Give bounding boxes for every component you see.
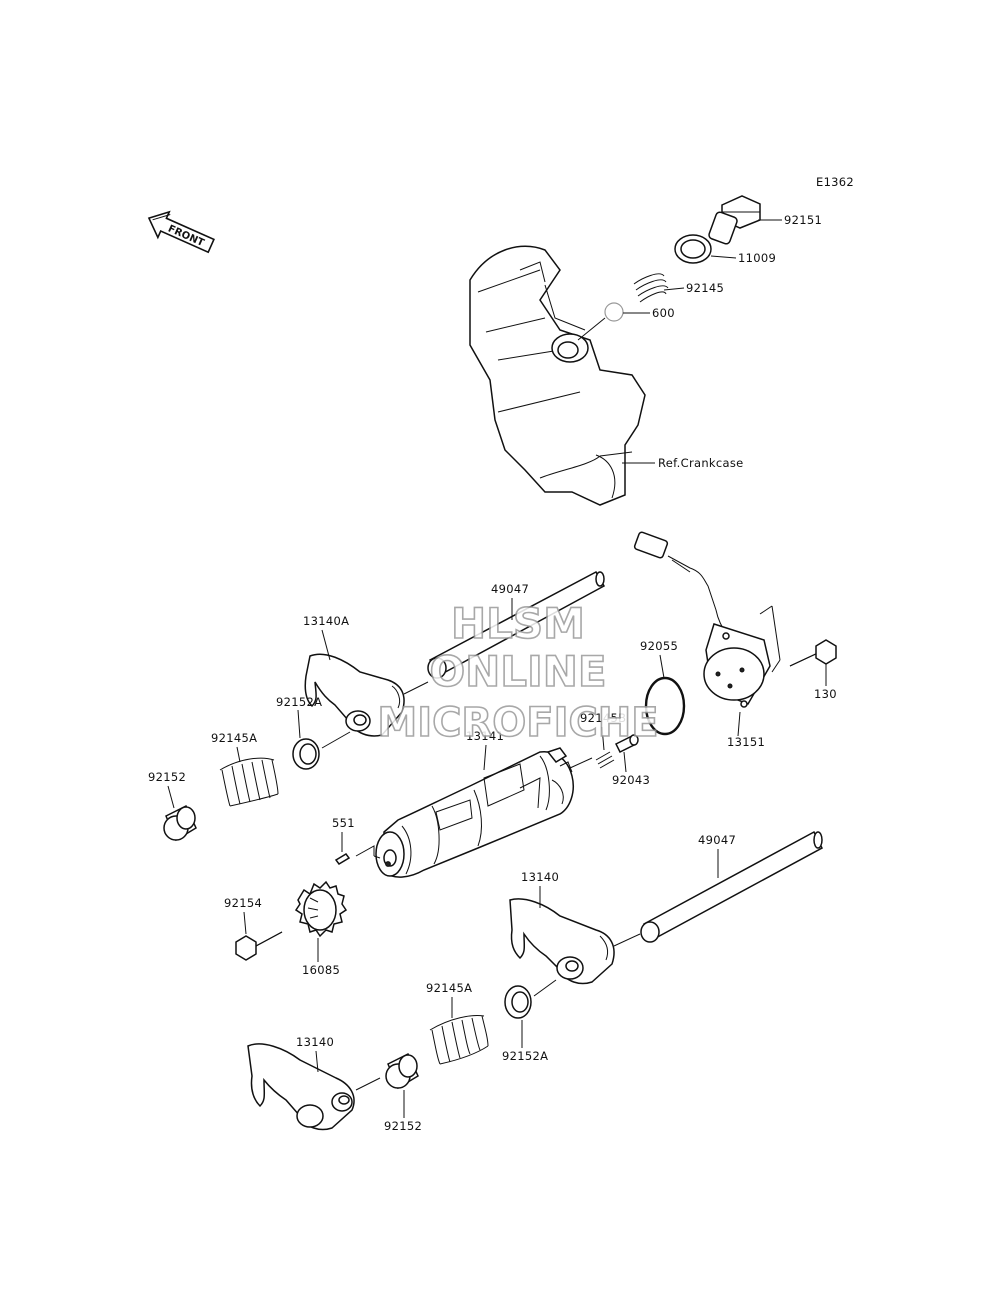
- label-92145A-lower: 92145A: [426, 981, 472, 995]
- label-551: 551: [332, 816, 355, 830]
- label-92152A-upper: 92152A: [276, 695, 322, 709]
- shift-fork-13140-lower: [247, 1043, 355, 1131]
- washer-92152A-upper: [292, 738, 320, 770]
- washer-11009: [674, 234, 712, 264]
- shift-fork-13140A: [304, 653, 405, 737]
- shift-fork-13140-middle: [509, 898, 615, 985]
- label-11009: 11009: [738, 251, 776, 265]
- label-600: 600: [652, 306, 675, 320]
- bolt-130: [789, 639, 837, 667]
- label-13140A: 13140A: [303, 614, 349, 628]
- shift-drum-13141: [375, 747, 574, 878]
- spring-92145: [633, 273, 669, 303]
- spring-92145A-lower: [429, 1015, 489, 1065]
- label-49047-upper: 49047: [491, 582, 529, 596]
- bolt-92154: [235, 931, 283, 961]
- o-ring-92055: [644, 676, 686, 736]
- plug-bolt-92151: [708, 195, 761, 245]
- label-13151: 13151: [727, 735, 765, 749]
- collar-92152-lower: [385, 1052, 419, 1090]
- label-92152-upper: 92152: [148, 770, 186, 784]
- label-92043: 92043: [612, 773, 650, 787]
- label-13140-middle: 13140: [521, 870, 559, 884]
- label-13140-lower: 13140: [296, 1035, 334, 1049]
- collar-92152-upper: [163, 804, 197, 842]
- label-92145B: 92145B: [580, 711, 626, 725]
- label-13141: 13141: [466, 729, 504, 743]
- watermark: HLSM ONLINE MICROFICHE: [377, 598, 660, 747]
- ball-600: [604, 302, 624, 322]
- crankcase-reference: [469, 245, 646, 506]
- label-92145: 92145: [686, 281, 724, 295]
- label-49047-lower: 49047: [698, 833, 736, 847]
- label-92152-lower: 92152: [384, 1119, 422, 1133]
- ref-crankcase-label: Ref.Crankcase: [658, 456, 744, 470]
- label-92152A-lower: 92152A: [502, 1049, 548, 1063]
- shaft-49047-upper: [427, 570, 606, 679]
- spring-92145B: [595, 751, 615, 769]
- label-16085: 16085: [302, 963, 340, 977]
- pin-551: [334, 853, 351, 865]
- watermark-line-1: HLSM: [451, 599, 585, 648]
- front-arrow-icon: FRONT: [147, 210, 215, 254]
- diagram-code: E1362: [816, 175, 854, 189]
- gear-16085: [294, 880, 348, 938]
- sensor-13151: [633, 531, 771, 708]
- label-92145A-upper: 92145A: [211, 731, 257, 745]
- label-92154: 92154: [224, 896, 262, 910]
- shaft-49047-lower: [640, 830, 823, 943]
- watermark-line-2: ONLINE: [429, 647, 606, 696]
- watermark-line-3: MICROFICHE: [377, 700, 658, 746]
- spring-92145A-upper: [219, 757, 279, 807]
- pin-92043: [614, 734, 639, 754]
- label-130: 130: [814, 687, 837, 701]
- washer-92152A-lower: [504, 985, 532, 1019]
- label-92151: 92151: [784, 213, 822, 227]
- label-92055: 92055: [640, 639, 678, 653]
